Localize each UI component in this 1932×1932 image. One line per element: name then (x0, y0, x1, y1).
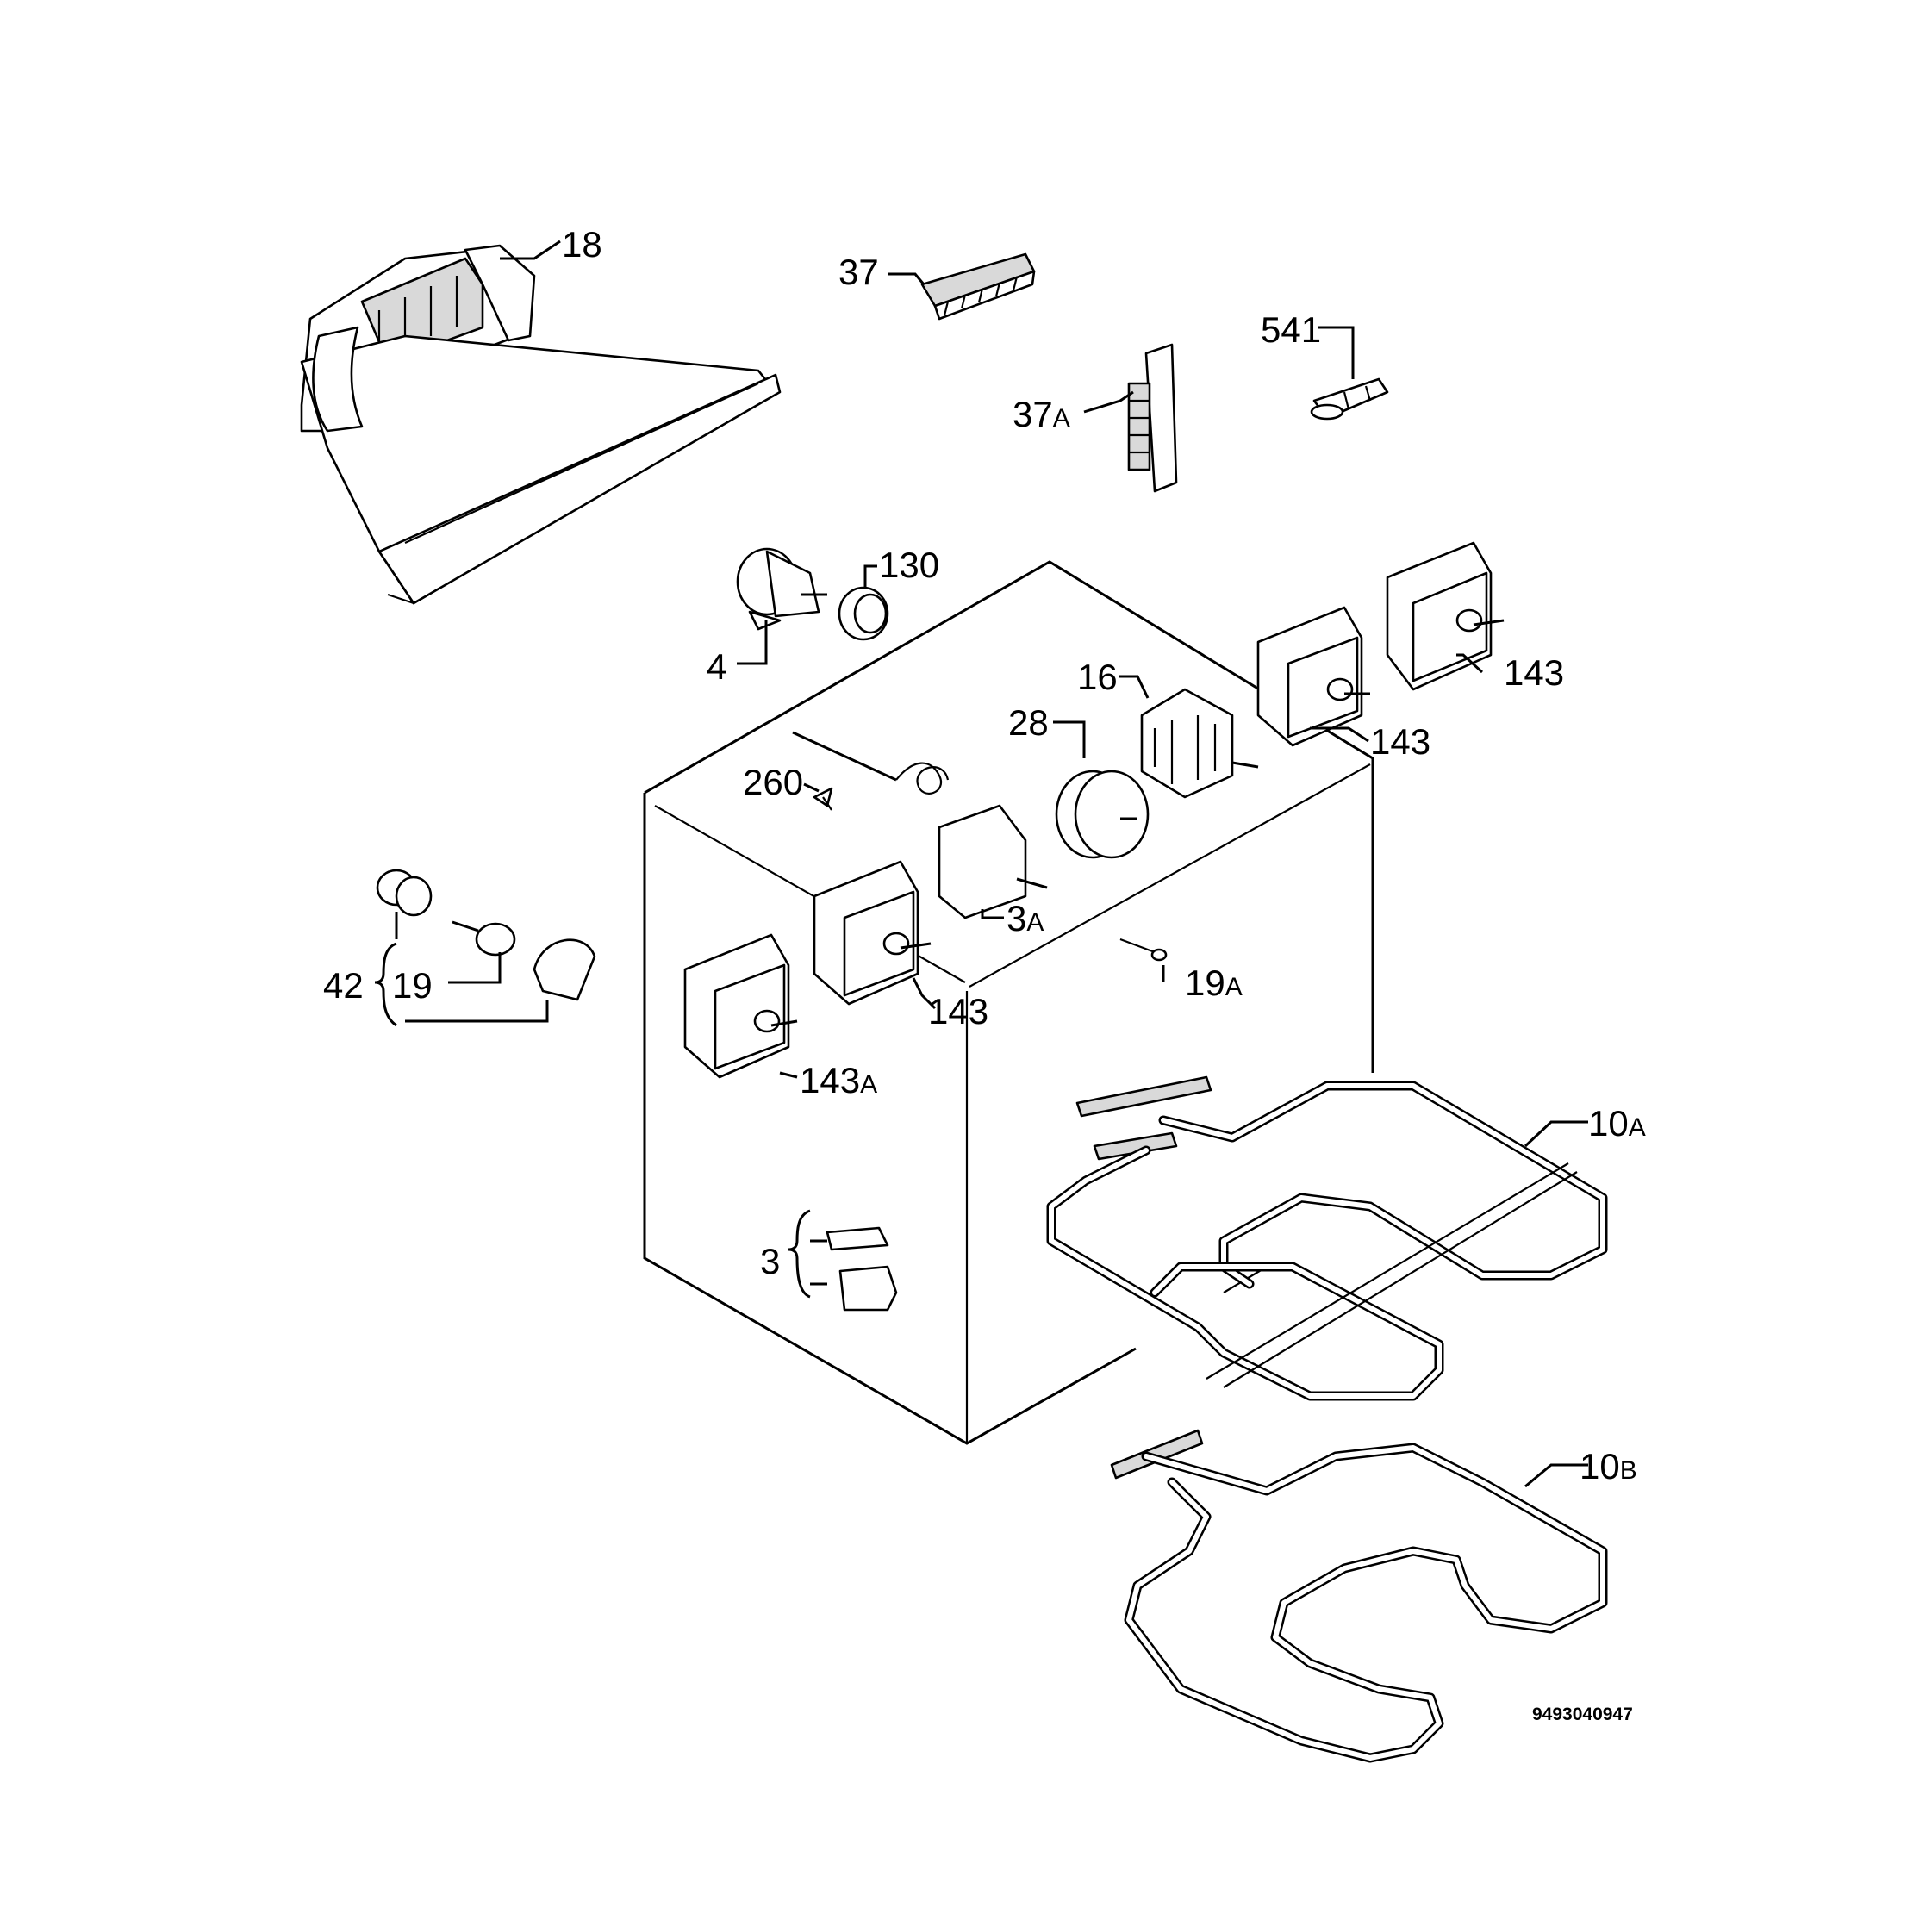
part-16-switch (1140, 688, 1259, 799)
label-4: 4 (707, 646, 726, 687)
label-541: 541 (1261, 309, 1321, 350)
label-143a: 143A (800, 1060, 877, 1100)
part-3a-thermostat (792, 731, 1048, 919)
label-19-main: 19 (392, 965, 433, 1006)
label-143-left-main: 143 (928, 991, 988, 1031)
part-42-lamp-holder (376, 869, 433, 917)
part-143-right-energy-regulator (1386, 541, 1505, 691)
part-541-connector (1310, 377, 1389, 421)
brace-42 (374, 942, 397, 1027)
label-16: 16 (1077, 657, 1118, 697)
part-3-bracket-lower (838, 1265, 898, 1312)
label-4-main: 4 (707, 646, 726, 687)
part-10a-grill-element (1046, 1075, 1608, 1401)
label-42: 42 (323, 965, 364, 1006)
label-19a: 19A (1185, 963, 1243, 1003)
label-143-left: 143 (928, 991, 988, 1031)
label-143a-sub: A (860, 1070, 877, 1099)
label-3a-main: 3 (1007, 898, 1026, 938)
label-3: 3 (760, 1241, 780, 1281)
label-18-main: 18 (562, 224, 602, 265)
label-143-right: 143 (1504, 652, 1564, 693)
part-42-lamp-cover (533, 938, 596, 1001)
label-3-main: 3 (760, 1241, 780, 1281)
part-28-timer (1055, 770, 1150, 859)
leader-lines (395, 240, 1588, 1488)
part-130-grommet (838, 586, 889, 641)
label-37a-sub: A (1053, 404, 1070, 433)
part-3-bracket-upper (826, 1226, 889, 1251)
label-10b-main: 10 (1580, 1446, 1620, 1486)
label-10a-sub: A (1629, 1113, 1646, 1142)
part-4-motor (736, 547, 827, 631)
label-10b: 10B (1580, 1446, 1637, 1486)
label-3a: 3A (1007, 898, 1044, 938)
label-3a-sub: A (1026, 908, 1044, 937)
part-143-mid-energy-regulator (1256, 606, 1370, 747)
label-10a-main: 10 (1588, 1103, 1629, 1144)
callout-labels: 18 37 541 37A 130 4 143 16 143 28 260 3A… (323, 224, 1646, 1486)
label-130: 130 (879, 545, 939, 585)
label-37: 37 (838, 252, 879, 292)
part-19a-small-lamp (1119, 938, 1168, 962)
label-19: 19 (392, 965, 433, 1006)
part-10b-bottom-element (1110, 1429, 1608, 1763)
part-260-screw (813, 787, 833, 811)
label-143-mid: 143 (1370, 721, 1430, 762)
part-19-lamp-bulb (452, 920, 516, 957)
label-10b-sub: B (1620, 1456, 1637, 1485)
label-42-main: 42 (323, 965, 364, 1006)
part-143a-energy-regulator (683, 933, 798, 1079)
label-18: 18 (562, 224, 602, 265)
label-19a-main: 19 (1185, 963, 1225, 1003)
label-143-mid-main: 143 (1370, 721, 1430, 762)
label-28-main: 28 (1008, 702, 1049, 743)
label-37-main: 37 (838, 252, 879, 292)
label-19a-sub: A (1225, 973, 1243, 1001)
brace-3 (788, 1209, 811, 1299)
label-130-main: 130 (879, 545, 939, 585)
label-143a-main: 143 (800, 1060, 860, 1100)
label-260: 260 (743, 762, 803, 802)
label-541-main: 541 (1261, 309, 1321, 350)
label-16-main: 16 (1077, 657, 1118, 697)
document-id: 9493040947 (1532, 1705, 1633, 1724)
label-28: 28 (1008, 702, 1049, 743)
oven-housing-outline (643, 560, 1374, 1445)
label-37a-main: 37 (1013, 394, 1053, 434)
part-18-fan-duct (300, 244, 782, 605)
label-143-right-main: 143 (1504, 652, 1564, 693)
label-37a: 37A (1013, 394, 1070, 434)
part-37-terminal-strip (920, 252, 1036, 321)
part-143-left-energy-regulator (813, 860, 932, 1006)
label-260-main: 260 (743, 762, 803, 802)
part-37a-terminal-block (1127, 343, 1178, 493)
label-10a: 10A (1588, 1103, 1646, 1144)
